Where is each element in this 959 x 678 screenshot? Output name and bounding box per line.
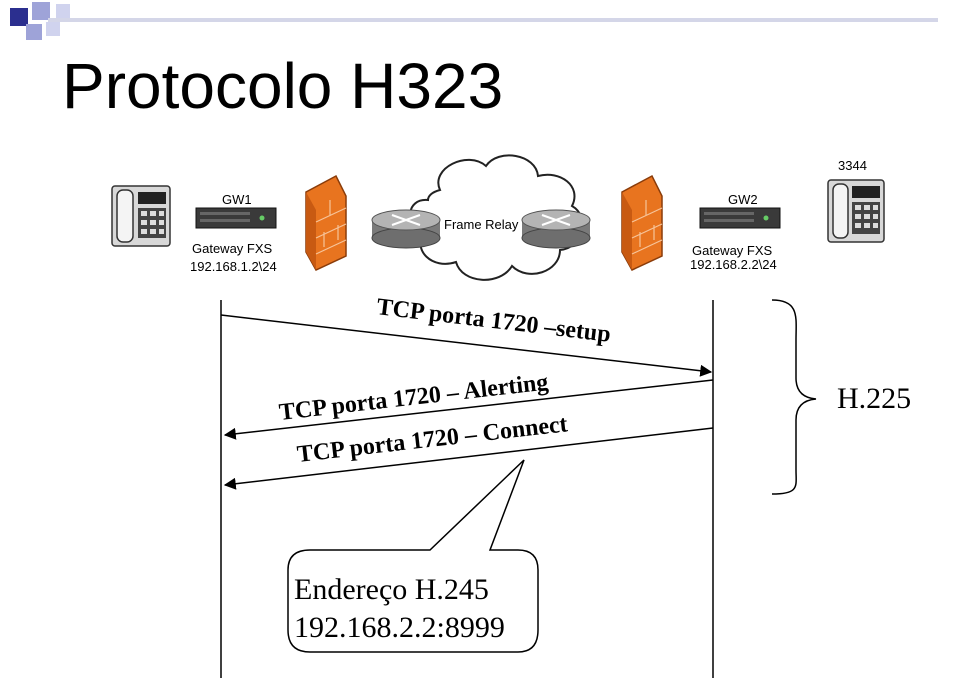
router-right-icon	[521, 209, 591, 249]
firewall-left-icon	[305, 174, 347, 271]
gw2-name: GW2	[728, 192, 758, 207]
callout-line-1: Endereço H.245	[294, 573, 489, 606]
setup-arrow	[220, 314, 713, 377]
gw2-ip: 192.168.2.2\24	[690, 257, 777, 272]
phone-right-icon	[827, 179, 885, 243]
gw2-type: Gateway FXS	[692, 243, 773, 258]
connect-arrow	[223, 427, 714, 490]
callout-bubble	[287, 459, 539, 653]
setup-message: TCP porta 1720 –setup	[375, 294, 612, 348]
callout-line-2: 192.168.2.2:8999	[294, 611, 505, 644]
phone-left-icon	[111, 185, 171, 247]
gateway-gw1-icon	[195, 207, 277, 229]
router-left-icon	[371, 209, 441, 249]
decorative-squares	[0, 0, 959, 40]
connect-message: TCP porta 1720 – Connect	[296, 411, 569, 468]
page-title: Protocolo H323	[62, 50, 503, 122]
phone-right-label: 3344	[838, 158, 867, 173]
protocol-label: H.225	[837, 382, 911, 415]
gw1-type: Gateway FXS	[192, 241, 273, 256]
gw1-ip: 192.168.1.2\24	[190, 259, 277, 274]
alerting-arrow	[223, 379, 714, 440]
h225-brace	[771, 299, 817, 495]
cloud-label: Frame Relay	[444, 217, 519, 232]
firewall-right-icon	[621, 174, 663, 271]
gateway-gw2-icon	[699, 207, 781, 229]
gw1-name: GW1	[222, 192, 252, 207]
